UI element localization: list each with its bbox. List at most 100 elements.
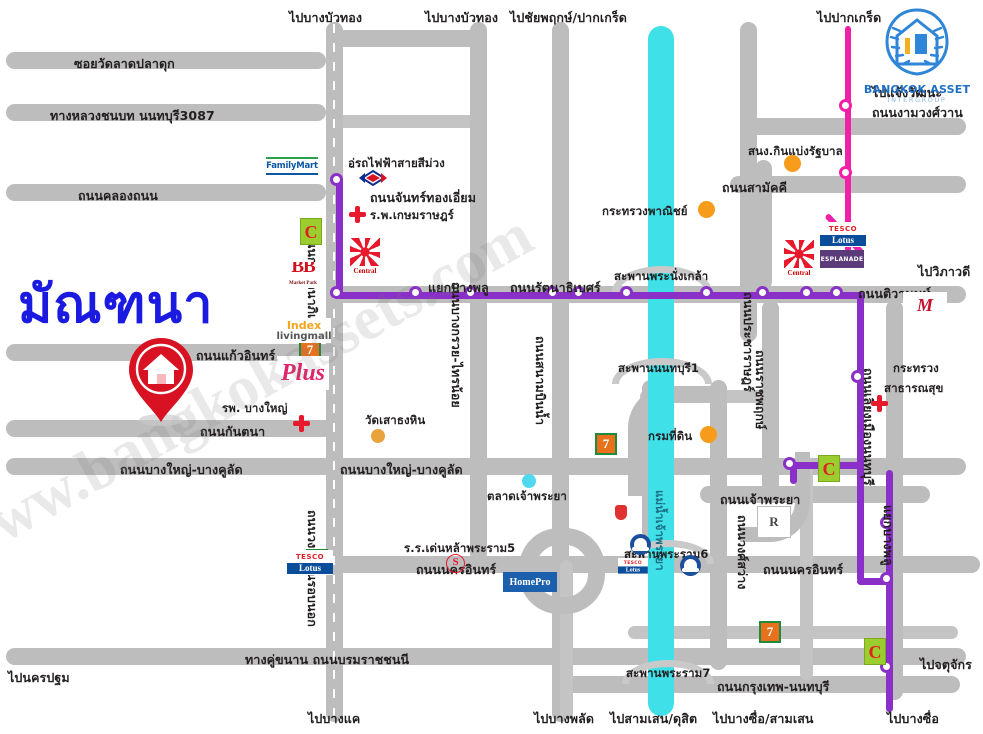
brand-bb: BB Market Park [281, 262, 325, 288]
mrt-station[interactable] [572, 286, 585, 299]
mrt-purple-line [886, 470, 893, 712]
mrt-station[interactable] [620, 286, 633, 299]
road-segment [740, 22, 757, 342]
road-segment [326, 115, 486, 128]
tesco-label: TESCO [295, 552, 325, 561]
mrt-station[interactable] [800, 286, 813, 299]
brand-robinson: R [757, 506, 791, 538]
bridge-arc [612, 266, 712, 292]
gas-station-icon [615, 505, 627, 520]
road-segment [6, 648, 966, 665]
place-label: กระทรวงพาณิชย์ [602, 204, 688, 218]
brand-esplanade: ESPLANADE [820, 250, 864, 268]
seven-eleven-glyph: 7 [597, 435, 615, 453]
company-name: BANGKOK ASSET [863, 83, 971, 96]
mrt-station[interactable] [830, 286, 843, 299]
road-label: ทางหลวงชนบท นนทบุรี3087 [50, 108, 215, 123]
mrt-station-pink[interactable] [839, 99, 852, 112]
place-label: วัดเสาธงหิน [365, 413, 426, 427]
road-label: ถนนแก้วอินทร์ [196, 348, 276, 363]
road-centerline [333, 24, 335, 724]
seven-eleven-glyph: 7 [761, 623, 779, 641]
hospital-cross-icon [349, 206, 366, 223]
brand-central: Central [778, 240, 820, 278]
road-label: ถนนวงศ์สว่าง [735, 515, 750, 590]
brand-tesco-lotus: TESCO Lotus [618, 558, 648, 575]
mrt-station[interactable] [330, 173, 343, 186]
mrt-purple-line [336, 292, 864, 299]
mrt-station[interactable] [464, 286, 477, 299]
road-label: ถนนเจ้าพระยา [720, 492, 801, 507]
junction-label-bangphlu: แยกบางพลู [428, 280, 489, 295]
mrt-station[interactable] [880, 572, 893, 585]
bb-sub: Market Park [289, 281, 317, 286]
direction-label: ไปบางพลัด [534, 711, 595, 726]
hospital-cross-icon [871, 395, 888, 412]
mrt-station[interactable] [409, 286, 422, 299]
mrt-station[interactable] [851, 370, 864, 383]
road-label: ถนนงามวงศ์วาน [872, 105, 963, 120]
road-label: ถนนนครอินทร์ [763, 562, 844, 577]
mrt-purple-line [857, 292, 864, 582]
mrt-purple-line [790, 462, 797, 484]
mrt-station-pink[interactable] [839, 166, 852, 179]
place-label: ร.พ.เกษมราษฎร์ [370, 208, 454, 222]
place-label: ร.ร.เด่นหล้าพระราม5 [404, 541, 516, 555]
mrt-pink-line [845, 26, 851, 252]
mrt-station[interactable] [756, 286, 769, 299]
bridge-label: สะพานนนทบุรี1 [618, 361, 699, 375]
road-label: ถนนกันตนา [200, 424, 266, 439]
bridge-label: สะพานพระนั่งเกล้า [614, 269, 709, 283]
mrt-station[interactable] [783, 457, 796, 470]
house-laurel-icon [885, 8, 949, 76]
school-icon: S [446, 554, 465, 573]
index-sub: livingmall [277, 330, 331, 342]
direction-label: ไปบางบัวทอง [289, 10, 363, 25]
road-segment [755, 160, 772, 290]
mrt-purple-line [336, 178, 343, 294]
direction-label: ไปบางบัวทอง [425, 10, 499, 25]
mrt-diamond-icon [359, 169, 387, 187]
road-label: ถนนสนามบินน้ำ [533, 336, 548, 426]
mrt-station[interactable] [880, 516, 893, 529]
road-segment [628, 626, 958, 639]
lotus-label: Lotus [820, 234, 866, 246]
road-label: ทางคู่ขนาน ถนนบรมราชชนนี [245, 652, 410, 667]
road-segment [710, 380, 727, 670]
place-label: กระทรวง [893, 361, 939, 375]
place-label: สาธารณสุข [884, 381, 944, 395]
roundabout [519, 528, 605, 614]
mrt-station[interactable] [546, 286, 559, 299]
central-label: Central [353, 267, 377, 275]
lotus-label: Lotus [618, 566, 648, 574]
direction-label: ไปบางซื่อ/สามเสน [713, 711, 814, 726]
brand-tesco-lotus: TESCO Lotus [287, 550, 333, 575]
road-label: ถนนกรุงเทพ-นนทบุรี [717, 679, 830, 694]
brand-7eleven: 7 [759, 621, 781, 643]
road-label: ถนนบางใหญ่-บางคูลัด [340, 462, 463, 477]
location-pin-icon[interactable] [125, 336, 197, 428]
company-subtitle: INTERGROUP [887, 96, 947, 104]
seven-eleven-glyph: 7 [301, 341, 319, 359]
brand-bigc: C [818, 455, 840, 482]
brand-the-mall: M [903, 292, 947, 318]
bridge-arc [622, 540, 714, 564]
mrt-station[interactable] [330, 286, 343, 299]
place-label: อู่รถไฟฟ้าสายสีม่วง [348, 156, 445, 170]
place-label: ตลาดเจ้าพระยา [487, 489, 567, 503]
brand-central: Central [344, 238, 386, 276]
direction-label: ไปจตุจักร [920, 657, 972, 672]
index-label: Index [286, 318, 322, 332]
brand-tesco-lotus: TESCO Lotus [820, 222, 866, 247]
page-title: มัณฑนา [18, 275, 214, 335]
orange-dot-icon [784, 155, 801, 172]
temple-icon [371, 429, 385, 443]
road-label: ถนนบางใหญ่-บางคูลัด [120, 462, 243, 477]
brand-7eleven: 7 [299, 339, 321, 361]
mrt-station[interactable] [700, 286, 713, 299]
bridge-arc [622, 660, 714, 684]
lotus-label: Lotus [287, 562, 333, 574]
road-segment [762, 300, 779, 500]
bridge-arc [612, 358, 712, 384]
